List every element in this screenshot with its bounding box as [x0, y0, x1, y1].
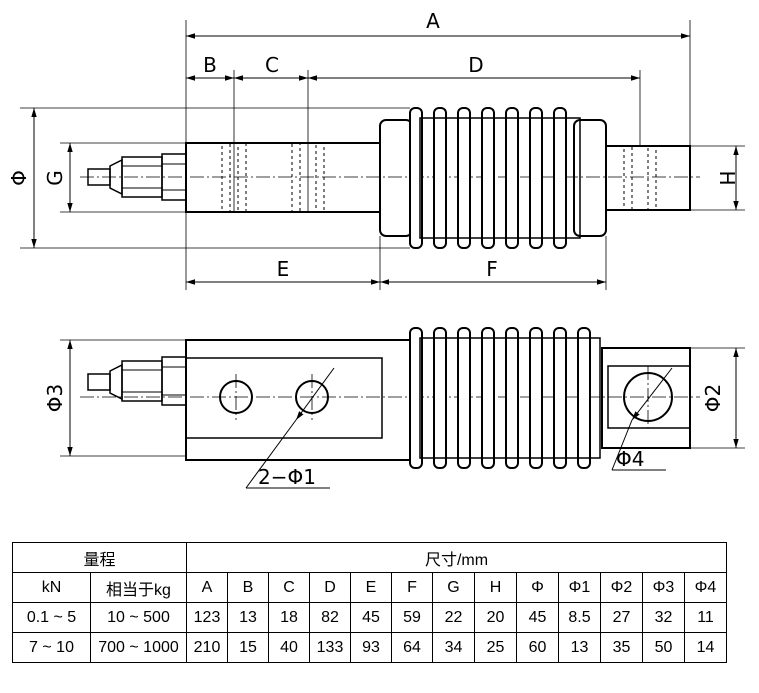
column-header: Φ2 [600, 572, 643, 603]
group-range-header: 量程 [12, 542, 187, 573]
dim-label-b: B [203, 53, 217, 77]
dim-label-e: E [277, 257, 290, 281]
table-cell: 25 [474, 632, 517, 663]
table-cell: 13 [227, 602, 269, 633]
group-size-header: 尺寸/mm [186, 542, 727, 573]
load-cell-drawing: A B C D E F Φ G H [7, 9, 745, 489]
table-cell: 133 [309, 632, 351, 663]
table-cell: 0.1 ~ 5 [12, 602, 91, 633]
mounting-block [185, 142, 381, 213]
table-cell: 700 ~ 1000 [90, 632, 187, 663]
dim-label-holes: 2−Φ1 [258, 465, 316, 489]
bellows [409, 107, 581, 249]
cable-connector [87, 153, 187, 201]
table-cell: 93 [350, 632, 392, 663]
column-header: Φ1 [558, 572, 601, 603]
table-cell: 45 [350, 602, 392, 633]
column-header: 相当于kg [90, 572, 187, 603]
table-cell: 82 [309, 602, 351, 633]
table-cell: 14 [684, 632, 727, 663]
column-header: Φ4 [684, 572, 727, 603]
table-cell: 7 ~ 10 [12, 632, 91, 663]
table-cell: 34 [432, 632, 475, 663]
column-header: E [350, 572, 392, 603]
column-header: F [391, 572, 433, 603]
table-cell: 22 [432, 602, 475, 633]
dim-label-c: C [265, 53, 279, 77]
dim-label-a: A [426, 9, 440, 33]
table-row: 0.1 ~ 5 10 ~ 500 123 13 18 82 45 59 22 2… [12, 602, 727, 633]
table-cell: 50 [642, 632, 685, 663]
bellows-side [409, 327, 601, 469]
dim-label-f: F [486, 257, 498, 281]
dim-label-phi4: Φ4 [616, 447, 644, 471]
table-cell: 11 [684, 602, 727, 633]
front-view: A B C D E F Φ G H [7, 9, 745, 290]
table-cell: 123 [186, 602, 228, 633]
table-cell: 40 [268, 632, 310, 663]
table-cell: 32 [642, 602, 685, 633]
table-cell: 64 [391, 632, 433, 663]
dim-label-g: G [43, 170, 67, 186]
table-row: 7 ~ 10 700 ~ 1000 210 15 40 133 93 64 34… [12, 632, 727, 663]
side-view: Φ3 Φ2 2−Φ1 Φ4 [43, 327, 745, 489]
column-header: C [268, 572, 310, 603]
cable-connector-side [87, 356, 187, 406]
column-header: H [474, 572, 517, 603]
table-cell: 20 [474, 602, 517, 633]
dim-label-phi: Φ [7, 170, 31, 186]
column-header: Φ [516, 572, 559, 603]
column-header: A [186, 572, 228, 603]
column-header: D [309, 572, 351, 603]
spec-table: 量程 尺寸/mm kN 相当于kg A B C D E F G H Φ Φ1 Φ… [12, 542, 727, 663]
dim-label-h: H [715, 170, 739, 185]
column-header: B [227, 572, 269, 603]
table-cell: 10 ~ 500 [90, 602, 187, 633]
table-cell: 210 [186, 632, 228, 663]
table-cell: 60 [516, 632, 559, 663]
table-header-row: kN 相当于kg A B C D E F G H Φ Φ1 Φ2 Φ3 Φ4 [12, 572, 727, 603]
table-cell: 27 [600, 602, 643, 633]
dim-label-phi2: Φ2 [701, 384, 725, 412]
dim-label-phi3: Φ3 [43, 384, 67, 412]
table-cell: 13 [558, 632, 601, 663]
table-group-row: 量程 尺寸/mm [12, 542, 727, 573]
dim-label-d: D [468, 53, 483, 77]
column-header: G [432, 572, 475, 603]
table-cell: 8.5 [558, 602, 601, 633]
table-cell: 15 [227, 632, 269, 663]
table-cell: 18 [268, 602, 310, 633]
column-header: Φ3 [642, 572, 685, 603]
column-header: kN [12, 572, 91, 603]
table-cell: 59 [391, 602, 433, 633]
table-cell: 35 [600, 632, 643, 663]
table-cell: 45 [516, 602, 559, 633]
